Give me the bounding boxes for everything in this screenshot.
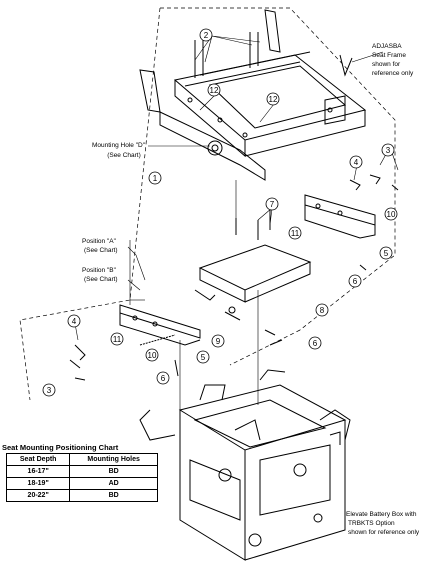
position-b-note-line1: Position "B" xyxy=(82,267,117,274)
callout-6-left: 6 xyxy=(156,371,170,385)
svg-text:4: 4 xyxy=(72,317,77,326)
adjasba-note-line3: shown for xyxy=(372,61,401,68)
svg-text:11: 11 xyxy=(113,335,122,344)
svg-text:12: 12 xyxy=(269,95,278,104)
right-mounting-bracket xyxy=(304,174,399,239)
left-mounting-bracket xyxy=(69,304,201,381)
svg-text:6: 6 xyxy=(313,339,318,348)
seat-mounting-plate xyxy=(194,244,312,321)
header-mounting-holes: Mounting Holes xyxy=(69,453,158,466)
callout-1: 1 xyxy=(148,171,162,185)
callout-7: 7 xyxy=(265,197,279,211)
header-seat-depth: Seat Depth xyxy=(5,453,71,466)
elevate-battery-box xyxy=(139,369,351,561)
adjasba-note-line1: ADJASBA xyxy=(372,43,402,50)
seat-depth-cell: 18-19" xyxy=(5,477,71,490)
callout-6-center: 6 xyxy=(308,336,322,350)
hole-d-note-line1: Mounting Hole "D" xyxy=(92,142,146,149)
callout-10-right: 10 xyxy=(384,207,398,221)
svg-text:10: 10 xyxy=(148,351,157,360)
chart-table: Seat Depth Mounting Holes 16-17" BD 18-1… xyxy=(5,453,158,502)
seat-depth-cell: 16-17" xyxy=(5,465,71,478)
adjasba-note-line4: reference only xyxy=(372,70,414,77)
mounting-holes-cell: BD xyxy=(69,465,158,478)
callout-4-left: 4 xyxy=(67,314,81,328)
callout-5-left: 5 xyxy=(196,350,210,364)
svg-text:8: 8 xyxy=(320,306,325,315)
callout-bubbles: 2 12 12 1 3 4 7 10 11 5 6 8 6 9 4 11 10 … xyxy=(42,28,398,397)
svg-text:10: 10 xyxy=(387,210,396,219)
mounting-hardware xyxy=(174,210,367,377)
svg-text:11: 11 xyxy=(291,229,300,238)
callout-2: 2 xyxy=(199,28,213,42)
svg-text:5: 5 xyxy=(384,249,389,258)
svg-text:1: 1 xyxy=(153,174,158,183)
position-a-note-line2: (See Chart) xyxy=(84,247,118,254)
position-b-note-line2: (See Chart) xyxy=(84,276,118,283)
chart-title: Seat Mounting Positioning Chart xyxy=(2,443,119,452)
callout-11-left: 11 xyxy=(110,332,124,346)
battery-box-note-line3: shown for reference only xyxy=(348,529,420,536)
hole-d-note-line2: (See Chart) xyxy=(107,152,141,159)
battery-box-note-line2: TRBKTS Option xyxy=(348,520,395,527)
svg-text:9: 9 xyxy=(216,337,221,346)
callout-6-right: 6 xyxy=(348,274,362,288)
svg-text:3: 3 xyxy=(386,146,391,155)
callout-9: 9 xyxy=(211,334,225,348)
svg-text:6: 6 xyxy=(161,374,166,383)
callout-8: 8 xyxy=(315,303,329,317)
svg-text:2: 2 xyxy=(204,31,209,40)
callout-3-left: 3 xyxy=(42,383,56,397)
callout-3-right: 3 xyxy=(381,143,395,157)
mounting-holes-cell: BD xyxy=(69,489,158,502)
table-row: 16-17" BD xyxy=(5,465,158,478)
callout-12-right: 12 xyxy=(266,92,280,106)
dashed-reference-boundary xyxy=(19,7,396,401)
position-a-note-line1: Position "A" xyxy=(82,238,117,245)
adjasba-note-line2: Seat Frame xyxy=(372,52,406,59)
seat-mounting-chart: Seat Mounting Positioning Chart Seat Dep… xyxy=(2,443,160,502)
seat-frame xyxy=(139,9,367,181)
annotation-notes: ADJASBA Seat Frame shown for reference o… xyxy=(82,43,420,536)
table-row: 20-22" BD xyxy=(5,489,158,502)
callout-10-left: 10 xyxy=(145,348,159,362)
svg-text:7: 7 xyxy=(270,200,275,209)
callout-11-right: 11 xyxy=(288,226,302,240)
callout-12-left: 12 xyxy=(207,83,221,97)
battery-box-note-line1: Elevate Battery Box with xyxy=(346,511,417,518)
table-row: 18-19" AD xyxy=(5,477,158,490)
svg-text:4: 4 xyxy=(354,158,359,167)
callout-4-right: 4 xyxy=(349,155,363,169)
mounting-holes-cell: AD xyxy=(69,477,158,490)
alignment-lines xyxy=(129,180,259,410)
callout-5-right: 5 xyxy=(379,246,393,260)
svg-text:12: 12 xyxy=(210,86,219,95)
svg-text:6: 6 xyxy=(353,277,358,286)
svg-text:3: 3 xyxy=(47,386,52,395)
svg-text:5: 5 xyxy=(201,353,206,362)
chart-header-row: Seat Depth Mounting Holes xyxy=(5,453,158,466)
seat-depth-cell: 20-22" xyxy=(5,489,71,502)
